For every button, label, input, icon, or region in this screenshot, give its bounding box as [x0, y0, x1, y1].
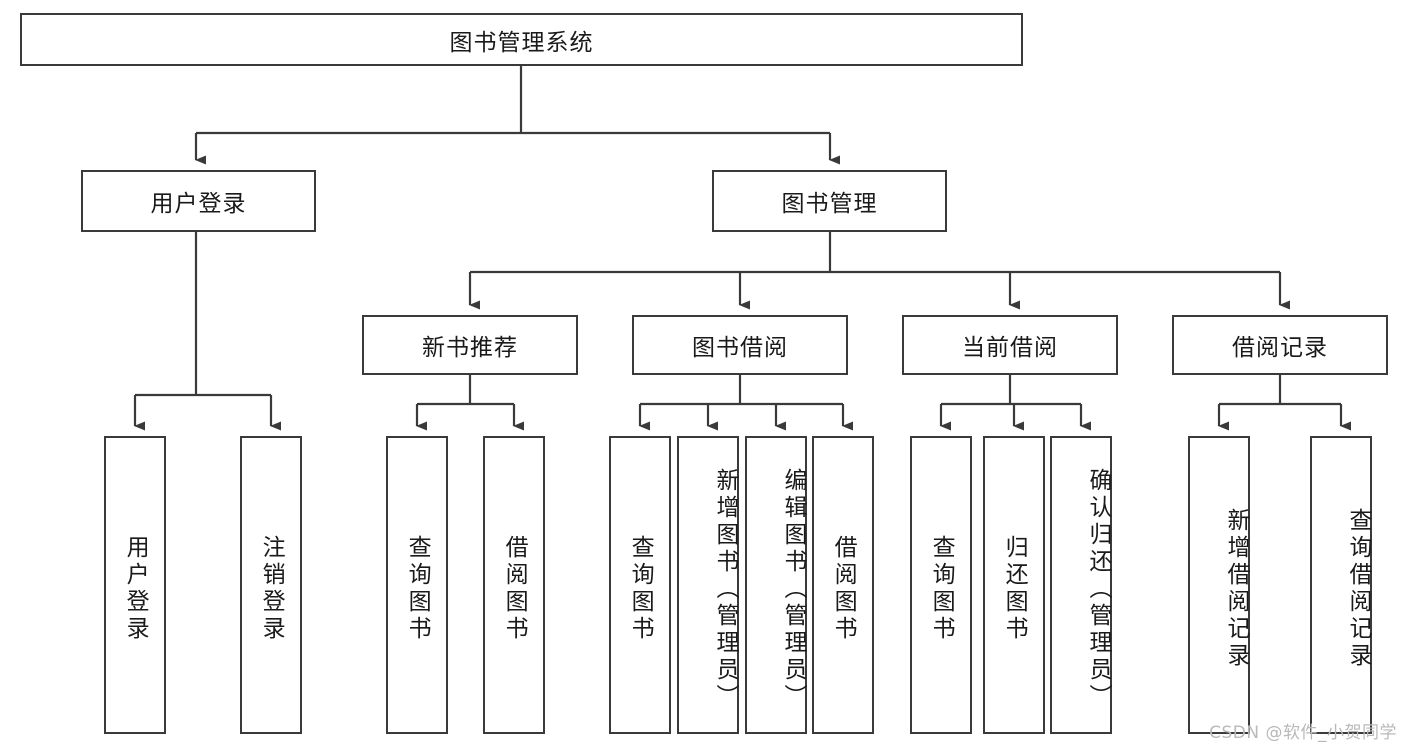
leaf-node[interactable]: 查询图书: [609, 436, 671, 734]
leaf-node-label: 查询图书: [928, 535, 955, 643]
leaf-node-label: 归还图书: [1001, 535, 1028, 643]
node-new-book-recommend-label: 新书推荐: [422, 335, 518, 361]
leaf-node-label: 新增借阅记录: [1223, 508, 1249, 670]
node-book-borrow[interactable]: 图书借阅: [632, 315, 848, 375]
leaf-node[interactable]: 借阅图书: [812, 436, 874, 734]
leaf-node-label: 借阅图书: [830, 535, 857, 643]
node-root-label: 图书管理系统: [449, 29, 594, 56]
leaf-node-label: 用户登录: [122, 535, 149, 643]
leaf-node-label: 注销登录: [258, 535, 285, 643]
node-current-borrow-label: 当前借阅: [962, 335, 1058, 361]
leaf-node[interactable]: 查询图书: [910, 436, 972, 734]
node-book-borrow-label: 图书借阅: [692, 335, 788, 361]
leaf-node-label: 编辑图书（管理员）: [780, 467, 806, 711]
leaf-node[interactable]: 编辑图书（管理员）: [745, 436, 807, 734]
node-user-login[interactable]: 用户登录: [81, 170, 316, 232]
node-book-management[interactable]: 图书管理: [712, 170, 947, 232]
leaf-node[interactable]: 归还图书: [983, 436, 1045, 734]
leaf-node-label: 确认归还（管理员）: [1085, 467, 1111, 711]
leaf-node-label: 新增图书（管理员）: [712, 467, 738, 711]
node-user-login-label: 用户登录: [150, 191, 247, 217]
leaf-node[interactable]: 借阅图书: [483, 436, 545, 734]
leaf-node[interactable]: 确认归还（管理员）: [1050, 436, 1112, 734]
leaf-node-label: 借阅图书: [501, 535, 528, 643]
node-current-borrow[interactable]: 当前借阅: [902, 315, 1118, 375]
leaf-node[interactable]: 注销登录: [240, 436, 302, 734]
leaf-node-label: 查询借阅记录: [1345, 508, 1371, 670]
node-root[interactable]: 图书管理系统: [20, 13, 1023, 66]
leaf-node[interactable]: 新增图书（管理员）: [677, 436, 739, 734]
node-borrow-record-label: 借阅记录: [1232, 335, 1328, 361]
node-book-management-label: 图书管理: [781, 191, 878, 217]
leaf-node[interactable]: 新增借阅记录: [1188, 436, 1250, 734]
watermark-text: CSDN @软件_小贺同学: [1209, 723, 1397, 743]
leaf-node-label: 查询图书: [404, 535, 431, 643]
node-borrow-record[interactable]: 借阅记录: [1172, 315, 1388, 375]
leaf-node[interactable]: 查询借阅记录: [1310, 436, 1372, 734]
node-new-book-recommend[interactable]: 新书推荐: [362, 315, 578, 375]
leaf-node-label: 查询图书: [627, 535, 654, 643]
leaf-node[interactable]: 查询图书: [386, 436, 448, 734]
leaf-node[interactable]: 用户登录: [104, 436, 166, 734]
